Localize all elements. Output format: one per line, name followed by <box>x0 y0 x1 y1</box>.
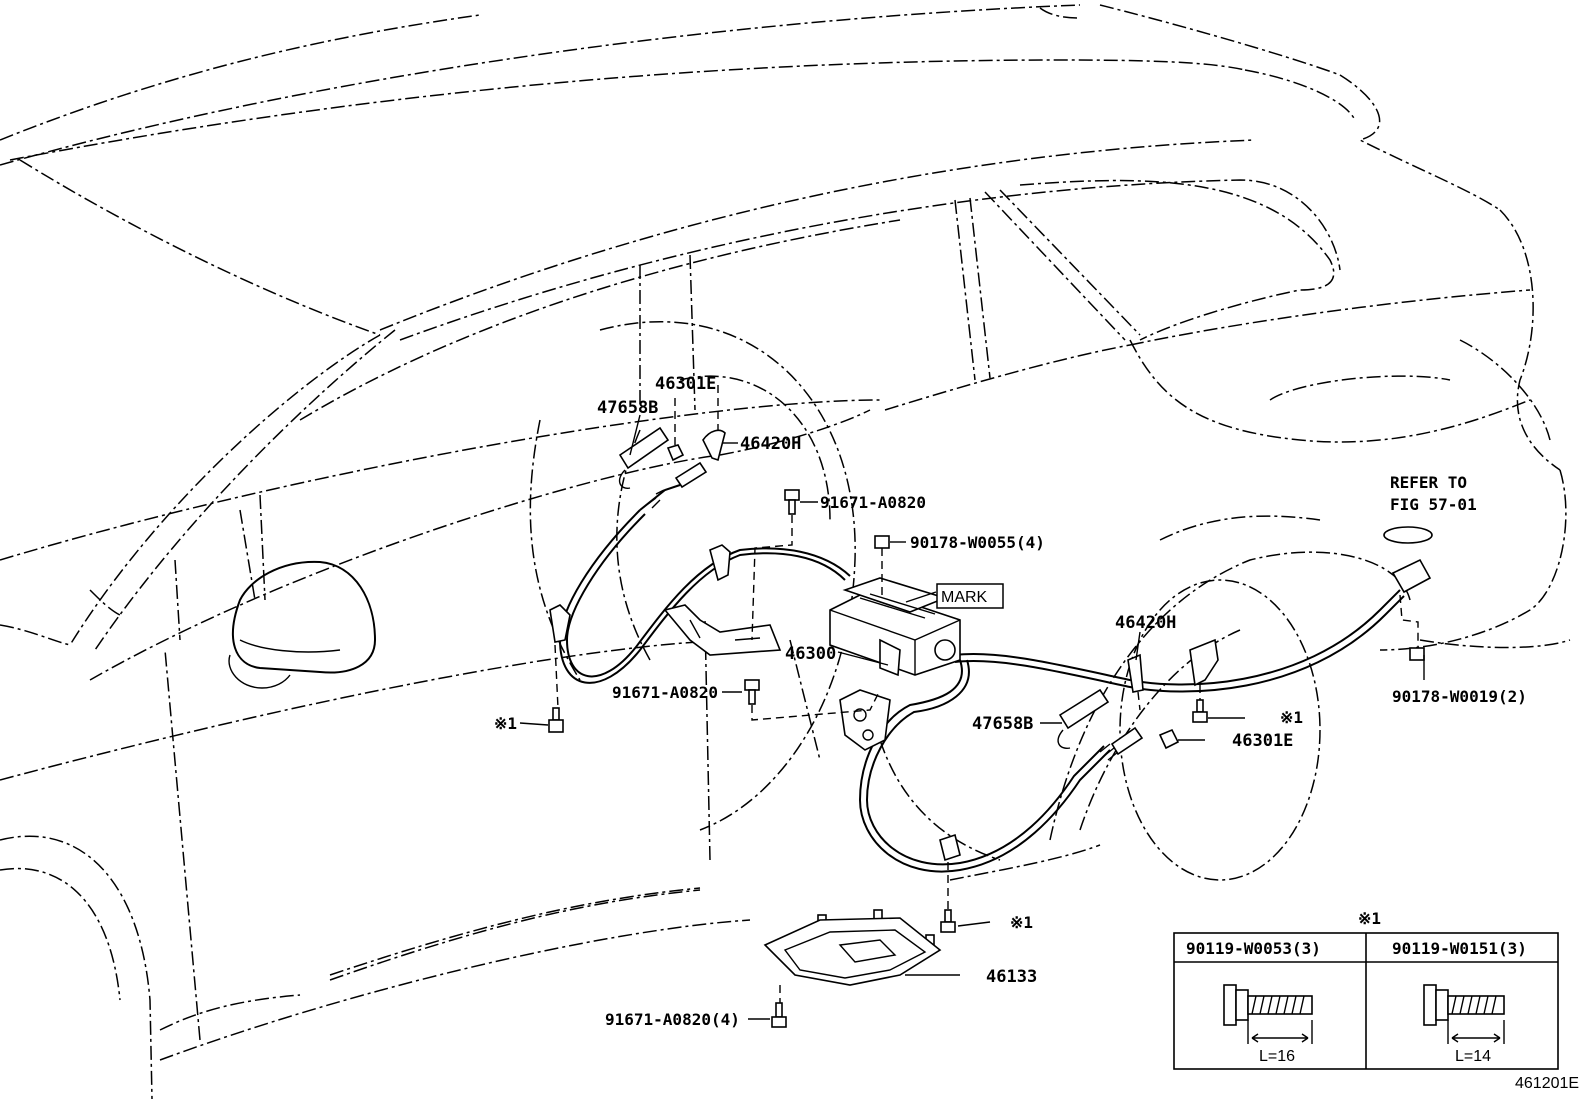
label-refer-line2: FIG 57-01 <box>1390 495 1477 514</box>
label-90178-w0055: 90178-W0055(4) <box>910 533 1045 552</box>
label-46420H-top: 46420H <box>740 434 801 454</box>
figure-id: 461201E <box>1515 1075 1579 1092</box>
label-90178-w0019: 90178-W0019(2) <box>1392 687 1527 706</box>
side-mirror <box>228 560 377 689</box>
brackets <box>549 544 1219 862</box>
inset-part-1: 90119-W0053(3) <box>1186 939 1321 958</box>
leader-lines <box>519 414 1425 1020</box>
fasteners <box>548 489 1425 1028</box>
cover-46133 <box>763 917 942 986</box>
label-91671-b: 91671-A0820 <box>612 683 718 702</box>
bolt-icon <box>1423 984 1505 1044</box>
vehicle-outline <box>0 4 1571 1099</box>
labels: 46301E 47658B 46420H 91671-A0820 90178-W… <box>494 374 1579 1092</box>
label-46300: 46300 <box>785 644 836 664</box>
inset-title: ※1 <box>1358 909 1381 928</box>
label-ref1-left: ※1 <box>494 714 517 733</box>
label-mark: MARK <box>941 589 988 606</box>
assembly-lines <box>554 385 1419 1003</box>
inset-length-1: L=16 <box>1259 1048 1295 1065</box>
inset-part-2: 90119-W0151(3) <box>1392 939 1527 958</box>
label-46301E-mid: 46301E <box>1232 731 1293 751</box>
label-91671-a: 91671-A0820 <box>820 493 926 512</box>
label-ref1-mid: ※1 <box>1280 708 1303 727</box>
label-ref1-low: ※1 <box>1010 913 1033 932</box>
label-91671-c: 91671-A0820(4) <box>605 1010 740 1029</box>
inset-bolt-table: ※1 90119-W0053(3) 90119-W0151(3) L=16 L <box>1173 909 1559 1070</box>
label-46420H-mid: 46420H <box>1115 613 1176 633</box>
actuator-46300 <box>829 577 961 677</box>
label-47658B-top: 47658B <box>597 398 658 418</box>
label-refer-line1: REFER TO <box>1390 473 1467 492</box>
mark-box <box>936 583 1004 609</box>
brake-cables <box>558 461 1432 873</box>
small-parts <box>618 426 1433 750</box>
label-47658B-mid: 47658B <box>972 714 1033 734</box>
bolt-icon <box>1223 984 1313 1044</box>
inset-length-2: L=14 <box>1455 1048 1491 1065</box>
label-46133: 46133 <box>986 967 1037 987</box>
label-46301E-top: 46301E <box>655 374 716 394</box>
